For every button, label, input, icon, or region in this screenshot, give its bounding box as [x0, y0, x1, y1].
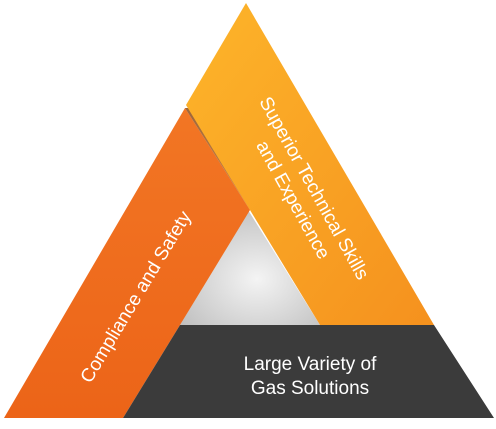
bottom-band-label-line1: Large Variety of: [244, 354, 377, 375]
bottom-band-label-line2: Gas Solutions: [251, 378, 369, 399]
right-band: [186, 3, 434, 325]
center-triangle: [180, 210, 320, 325]
left-band: [4, 108, 250, 418]
bottom-band: [123, 325, 494, 418]
